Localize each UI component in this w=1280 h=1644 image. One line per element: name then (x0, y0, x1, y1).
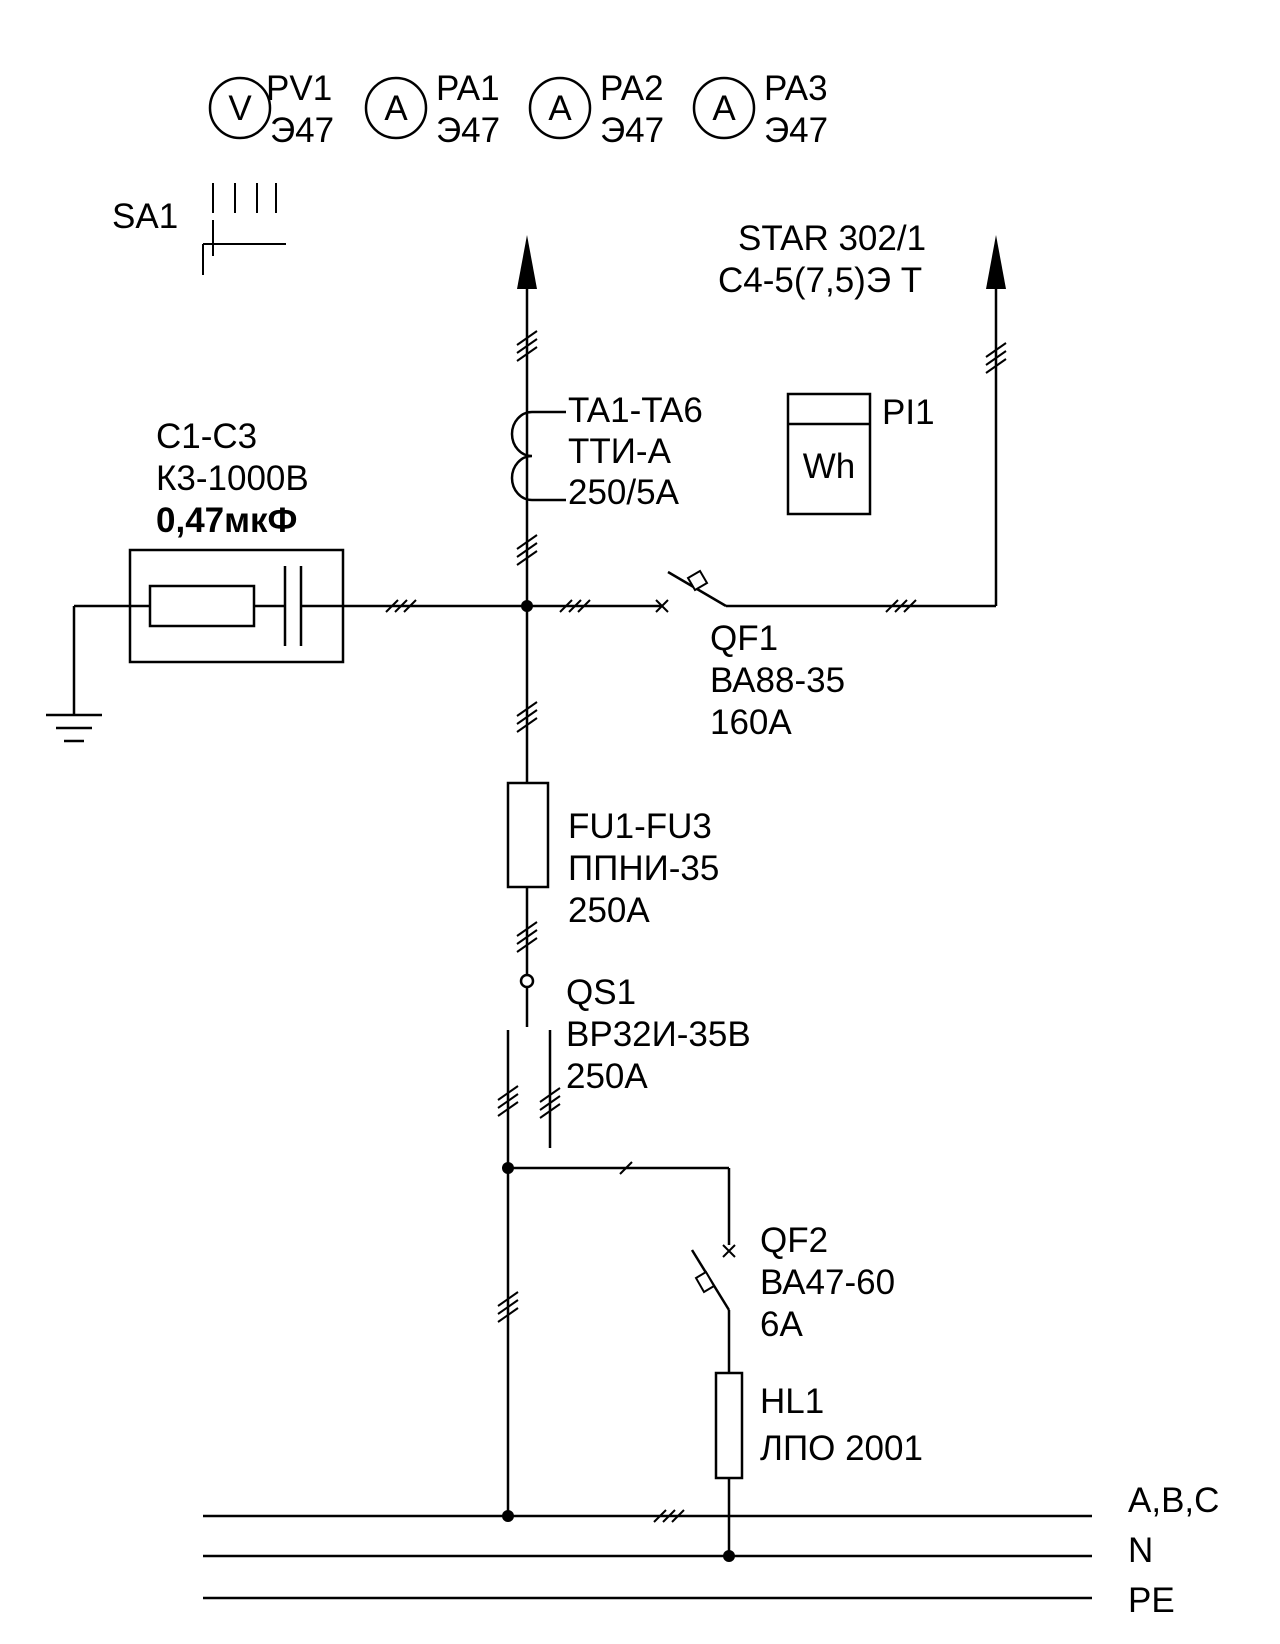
ct-label-3: 250/5А (568, 473, 680, 512)
qf2-label-2: ВА47-60 (760, 1263, 895, 1302)
fuse-label-2: ППНИ-35 (568, 849, 719, 888)
ct-label-2: ТТИ-А (568, 432, 672, 471)
capacitor-label-1: C1-C3 (156, 417, 257, 456)
fuse-label-3: 250А (568, 891, 650, 930)
energy-meter-symbol: Wh (803, 447, 856, 486)
meter-pv1-label: PV1 (266, 69, 332, 108)
meter-pa2-type: Э47 (600, 111, 664, 150)
junction-bus-neutral (723, 1550, 735, 1562)
qf1-label-3: 160А (710, 703, 792, 742)
switch-sa1-label: SA1 (112, 197, 178, 236)
meter-pa1-type: Э47 (436, 111, 500, 150)
meter-pa2-label: PA2 (600, 69, 664, 108)
junction-bus-phase (502, 1510, 514, 1522)
qs1-label-3: 250А (566, 1057, 648, 1096)
energy-meter-model-2: С4-5(7,5)Э Т (718, 261, 922, 300)
meter-pv1-type: Э47 (270, 111, 334, 150)
switch-sa1: SA1 (112, 183, 286, 275)
meter-pa1-label: PA1 (436, 69, 500, 108)
main-feeder-upper (516, 235, 538, 606)
meter-pa3-label: PA3 (764, 69, 828, 108)
main-feeder-lower: FU1-FU3 ППНИ-35 250А QS1 ВР32И-35В 250А (497, 606, 751, 1516)
meter-pa1: A PA1 Э47 (364, 69, 500, 150)
energy-meter-label: PI1 (882, 393, 935, 432)
energy-meter-model-1: STAR 302/1 (738, 219, 926, 258)
meter-pa2-symbol: A (548, 89, 572, 128)
breaker-qf1-branch: QF1 ВА88-35 160А (527, 235, 1007, 742)
qf1-label-1: QF1 (710, 619, 778, 658)
bus-pe-label: PE (1128, 1581, 1175, 1620)
qs1-label-2: ВР32И-35В (566, 1015, 751, 1054)
bus-phase-label: A,B,C (1128, 1481, 1219, 1520)
meter-pa1-symbol: A (384, 89, 408, 128)
qf2-label-1: QF2 (760, 1221, 828, 1260)
lamp-label-2: ЛПО 2001 (760, 1429, 923, 1468)
qf1-label-2: ВА88-35 (710, 661, 845, 700)
current-transformer: TA1-TA6 ТТИ-А 250/5А (510, 391, 703, 512)
bus-neutral-label: N (1128, 1531, 1153, 1570)
qs1-label-1: QS1 (566, 973, 636, 1012)
meter-pa3: A PA3 Э47 (692, 69, 828, 150)
meter-pa2: A PA2 Э47 (528, 69, 664, 150)
meter-pa3-symbol: A (712, 89, 736, 128)
capacitor-label-2: К3-1000В (156, 459, 309, 498)
fuse-label-1: FU1-FU3 (568, 807, 712, 846)
ct-label-1: TA1-TA6 (568, 391, 703, 430)
meter-pa3-type: Э47 (764, 111, 828, 150)
lamp-label-1: HL1 (760, 1382, 824, 1421)
energy-meter: STAR 302/1 С4-5(7,5)Э Т Wh PI1 (718, 219, 935, 516)
qf2-label-3: 6А (760, 1305, 803, 1344)
breaker-qf2-branch: QF2 ВА47-60 6А HL1 ЛПО 2001 (508, 1161, 923, 1556)
capacitor-branch: C1-C3 К3-1000В 0,47мкФ (46, 417, 527, 743)
capacitor-label-3: 0,47мкФ (156, 501, 297, 540)
meter-pv1: V PV1 Э47 (208, 69, 334, 150)
meter-pv1-symbol: V (228, 89, 252, 128)
busbars: A,B,C N PE (203, 1481, 1219, 1620)
